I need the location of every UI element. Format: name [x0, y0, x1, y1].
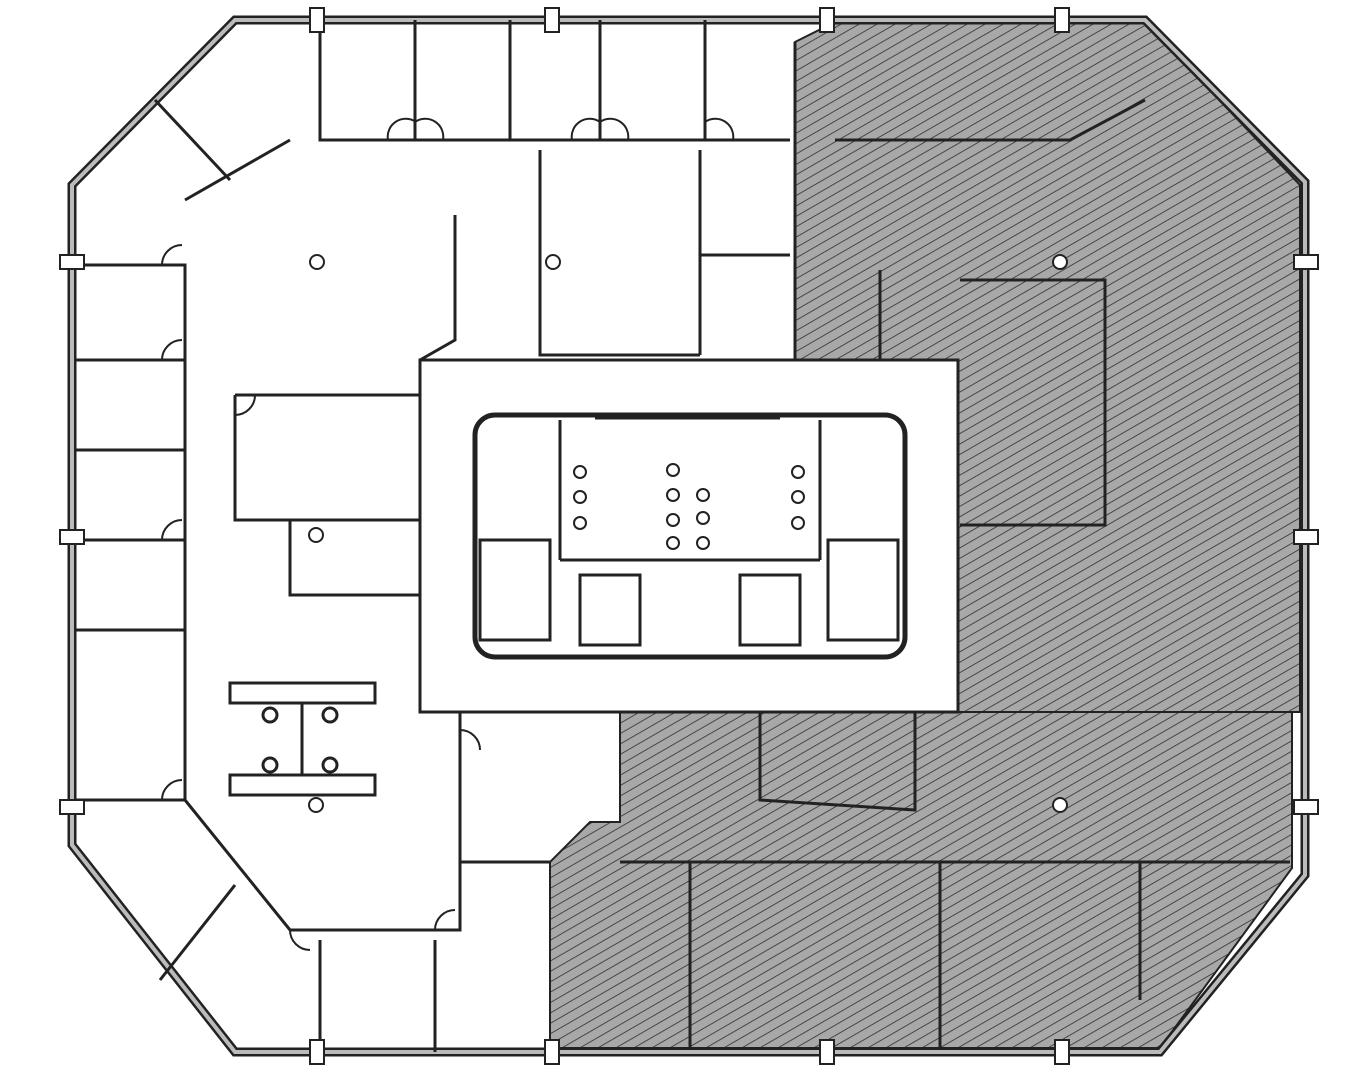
- exterior-wall-inner: [70, 18, 1307, 1054]
- restroom-block: [472, 412, 908, 660]
- interior-walls: [75, 20, 1290, 1052]
- exterior-columns: [59, 7, 1319, 1065]
- hatched-area-south-east: [549, 711, 1293, 1049]
- workstation-cluster: [228, 681, 377, 797]
- door-swings: [161, 117, 735, 951]
- toilet-fixtures: [573, 463, 805, 550]
- core-details: [478, 416, 900, 647]
- columns-interior: [308, 254, 1068, 813]
